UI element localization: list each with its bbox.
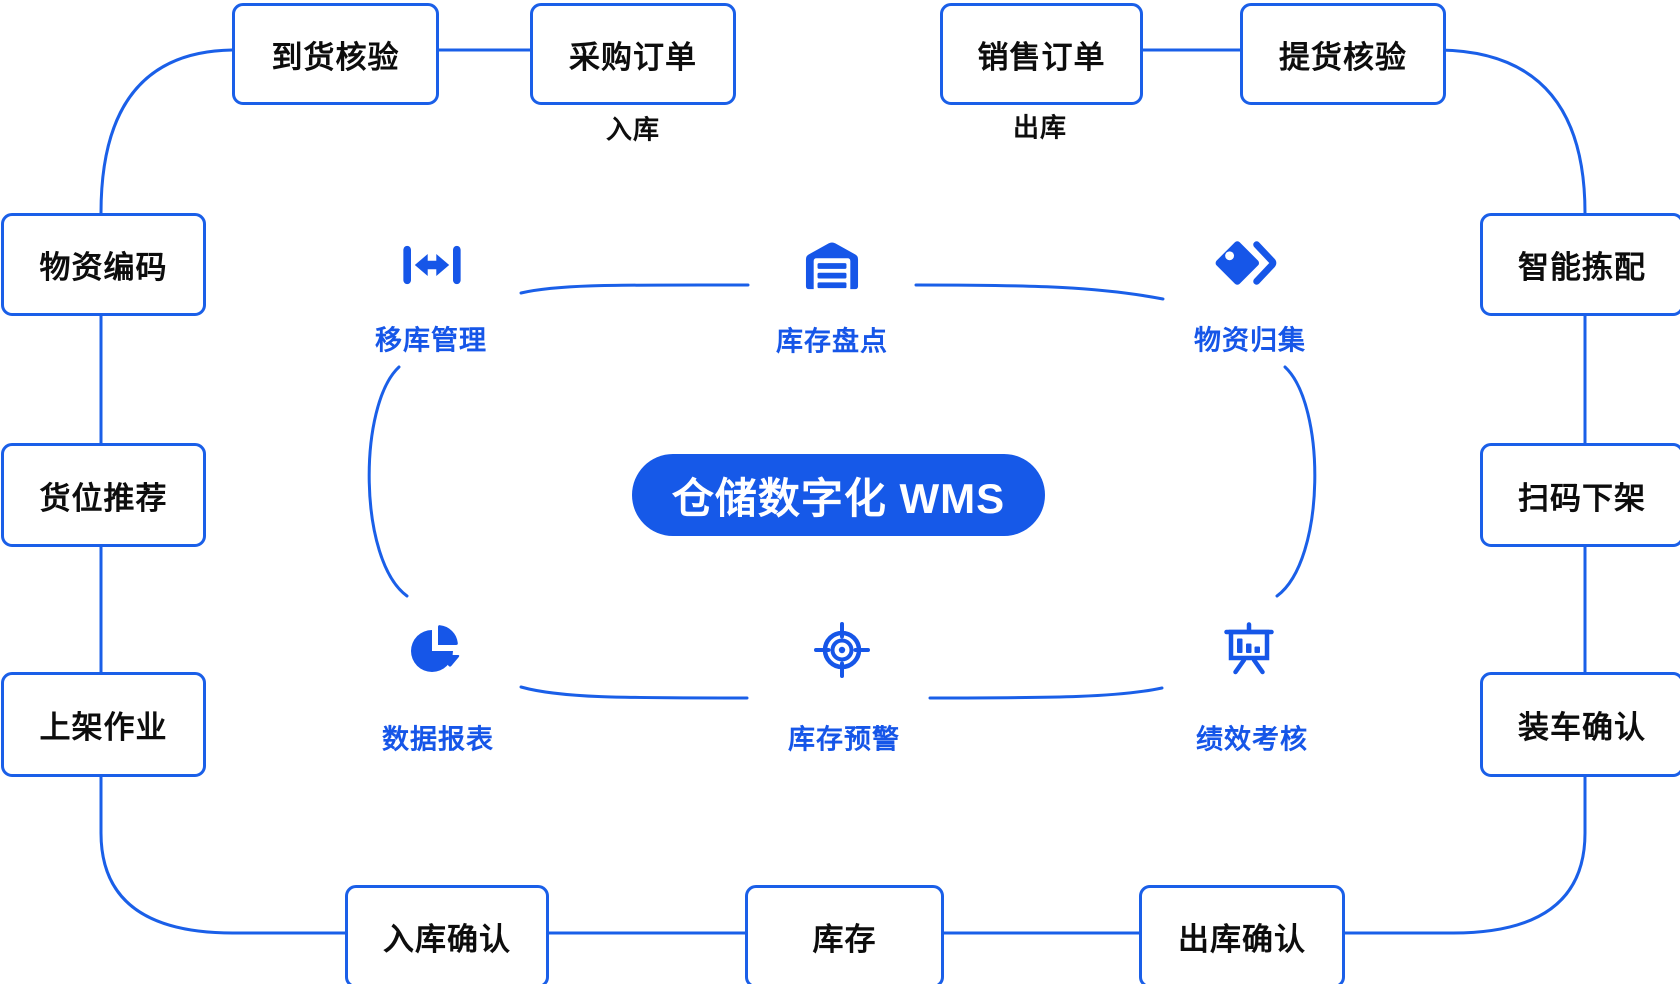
node-outbound-confirm: 出库确认	[1139, 885, 1345, 984]
node-inbound-confirm-label: 入库确认	[383, 922, 511, 957]
node-smart-picking: 智能拣配	[1480, 213, 1680, 316]
center-pill: 仓储数字化 WMS	[632, 454, 1045, 536]
node-arrival-check: 到货核验	[232, 3, 439, 105]
node-slot-recommend-label: 货位推荐	[39, 480, 168, 516]
node-slot-recommend: 货位推荐	[1, 443, 206, 547]
stock-alert-label: 库存预警	[788, 724, 900, 755]
node-pickup-check-label: 提货核验	[1279, 39, 1407, 75]
node-truck-confirm: 装车确认	[1480, 672, 1680, 777]
move-arrows-icon	[403, 245, 461, 285]
node-scan-unshelve-label: 扫码下架	[1518, 480, 1646, 516]
node-sales-order-label: 销售订单	[977, 39, 1106, 75]
material-collect-label: 物资归集	[1194, 325, 1306, 356]
stock-count-label: 库存盘点	[776, 326, 888, 357]
node-inventory-label: 库存	[812, 922, 877, 957]
node-scan-unshelve: 扫码下架	[1480, 443, 1680, 547]
node-outbound-confirm-label: 出库确认	[1178, 922, 1306, 957]
node-shelving-label: 上架作业	[39, 710, 168, 745]
node-material-coding-label: 物资编码	[39, 250, 168, 285]
tags-icon	[1215, 241, 1277, 285]
node-material-coding: 物资编码	[1, 213, 206, 316]
warehouse-icon	[805, 242, 859, 290]
node-purchase-order: 采购订单	[530, 3, 736, 105]
node-pickup-check: 提货核验	[1240, 3, 1446, 105]
pie-chart-icon	[411, 625, 460, 672]
node-smart-picking-label: 智能拣配	[1518, 250, 1646, 285]
center-pill-label: 仓储数字化 WMS	[671, 474, 1006, 522]
presentation-chart-icon	[1224, 622, 1274, 675]
inbound-flow-label: 入库	[605, 114, 661, 145]
node-arrival-check-label: 到货核验	[271, 39, 400, 75]
node-sales-order: 销售订单	[940, 3, 1143, 105]
node-inventory: 库存	[745, 885, 944, 984]
performance-label: 绩效考核	[1196, 724, 1308, 755]
target-icon	[814, 622, 870, 678]
node-shelving: 上架作业	[1, 672, 206, 777]
node-purchase-order-label: 采购订单	[569, 39, 697, 75]
node-truck-confirm-label: 装车确认	[1518, 710, 1646, 745]
move-mgmt-label: 移库管理	[375, 325, 487, 356]
outbound-flow-label: 出库	[1012, 112, 1068, 143]
node-inbound-confirm: 入库确认	[345, 885, 549, 984]
data-report-label: 数据报表	[382, 724, 494, 755]
